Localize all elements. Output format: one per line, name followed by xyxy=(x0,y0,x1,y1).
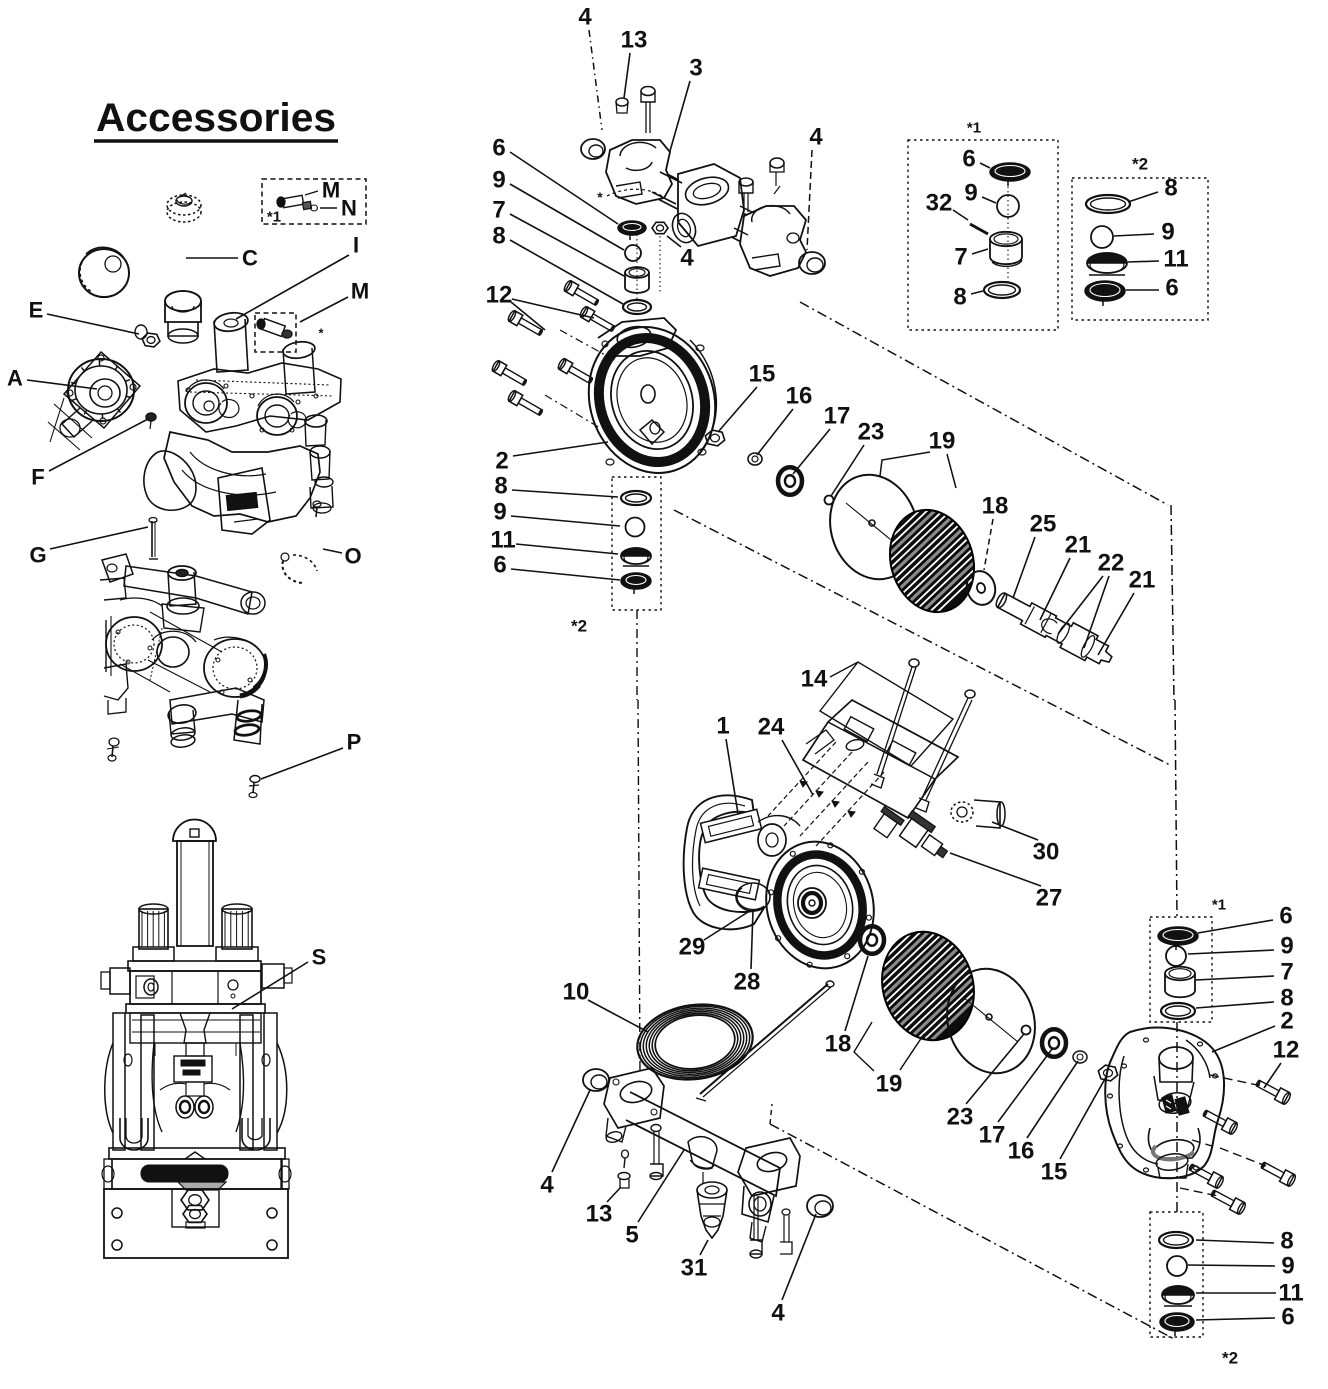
svg-text:F: F xyxy=(31,465,44,490)
svg-text:7: 7 xyxy=(954,244,967,271)
svg-text:27: 27 xyxy=(1036,885,1063,912)
svg-text:8: 8 xyxy=(1280,1228,1293,1255)
svg-text:15: 15 xyxy=(1041,1159,1068,1186)
svg-text:6: 6 xyxy=(962,146,975,173)
svg-text:6: 6 xyxy=(492,135,505,162)
svg-text:1: 1 xyxy=(716,713,729,740)
svg-text:3: 3 xyxy=(689,55,702,82)
svg-text:N: N xyxy=(341,196,357,221)
svg-text:*2: *2 xyxy=(571,617,587,636)
svg-text:6: 6 xyxy=(493,552,506,579)
svg-text:7: 7 xyxy=(1280,959,1293,986)
svg-text:4: 4 xyxy=(578,4,592,31)
svg-text:10: 10 xyxy=(563,979,590,1006)
svg-text:6: 6 xyxy=(1279,903,1292,930)
svg-text:15: 15 xyxy=(749,361,776,388)
svg-text:*1: *1 xyxy=(267,209,281,226)
svg-text:14: 14 xyxy=(801,666,828,693)
svg-text:9: 9 xyxy=(492,167,505,194)
svg-text:O: O xyxy=(344,544,361,569)
svg-text:11: 11 xyxy=(490,527,515,554)
svg-text:M: M xyxy=(351,279,369,304)
svg-text:24: 24 xyxy=(758,714,785,741)
svg-text:29: 29 xyxy=(679,934,706,961)
svg-text:23: 23 xyxy=(858,419,885,446)
svg-text:6: 6 xyxy=(1165,275,1178,302)
svg-text:5: 5 xyxy=(625,1222,638,1249)
svg-text:13: 13 xyxy=(586,1201,613,1228)
svg-text:16: 16 xyxy=(1008,1138,1035,1165)
svg-text:22: 22 xyxy=(1098,550,1125,577)
svg-text:9: 9 xyxy=(493,499,506,526)
svg-text:E: E xyxy=(29,298,44,323)
svg-text:P: P xyxy=(347,730,362,755)
svg-text:9: 9 xyxy=(964,180,977,207)
svg-text:13: 13 xyxy=(621,27,648,54)
svg-text:21: 21 xyxy=(1065,532,1092,559)
svg-text:*1: *1 xyxy=(1212,897,1226,914)
svg-text:8: 8 xyxy=(492,223,505,250)
svg-text:21: 21 xyxy=(1129,567,1156,594)
svg-text:S: S xyxy=(312,945,327,970)
svg-text:7: 7 xyxy=(492,197,505,224)
svg-text:12: 12 xyxy=(1273,1037,1300,1064)
svg-text:9: 9 xyxy=(1280,933,1293,960)
svg-text:A: A xyxy=(7,366,23,391)
svg-text:32: 32 xyxy=(926,190,953,217)
svg-text:18: 18 xyxy=(982,493,1009,520)
svg-text:11: 11 xyxy=(1163,246,1188,273)
svg-text:31: 31 xyxy=(681,1255,708,1282)
svg-text:30: 30 xyxy=(1033,839,1060,866)
svg-text:*: * xyxy=(597,189,603,205)
svg-text:18: 18 xyxy=(825,1031,852,1058)
svg-text:23: 23 xyxy=(947,1104,974,1131)
svg-text:16: 16 xyxy=(786,383,813,410)
svg-text:2: 2 xyxy=(1280,1008,1293,1035)
svg-text:8: 8 xyxy=(953,284,966,311)
svg-text:9: 9 xyxy=(1281,1253,1294,1280)
svg-text:19: 19 xyxy=(876,1071,903,1098)
svg-text:2: 2 xyxy=(495,448,508,475)
svg-text:I: I xyxy=(353,233,359,258)
svg-text:17: 17 xyxy=(979,1122,1006,1149)
svg-text:11: 11 xyxy=(1278,1280,1303,1307)
svg-text:17: 17 xyxy=(824,403,851,430)
svg-text:28: 28 xyxy=(734,969,761,996)
svg-text:C: C xyxy=(242,246,258,271)
svg-text:19: 19 xyxy=(929,428,956,455)
svg-text:8: 8 xyxy=(1164,175,1177,202)
svg-text:8: 8 xyxy=(494,473,507,500)
svg-text:Accessories: Accessories xyxy=(96,96,336,140)
svg-text:4: 4 xyxy=(540,1172,554,1199)
svg-text:6: 6 xyxy=(1281,1304,1294,1331)
svg-text:25: 25 xyxy=(1030,511,1057,538)
svg-text:M: M xyxy=(322,178,340,203)
svg-text:G: G xyxy=(29,543,46,568)
svg-text:12: 12 xyxy=(486,282,513,309)
svg-text:9: 9 xyxy=(1161,219,1174,246)
svg-text:4: 4 xyxy=(771,1300,785,1327)
svg-text:4: 4 xyxy=(680,245,694,272)
svg-text:4: 4 xyxy=(809,124,823,151)
svg-text:*2: *2 xyxy=(1222,1349,1238,1368)
svg-text:*2: *2 xyxy=(1132,155,1148,174)
svg-text:*1: *1 xyxy=(967,120,981,137)
svg-text:8: 8 xyxy=(1280,985,1293,1012)
